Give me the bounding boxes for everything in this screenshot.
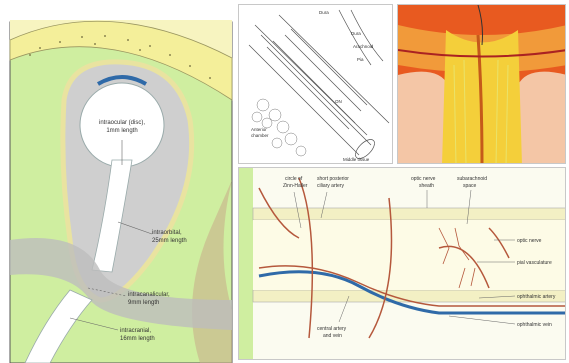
label-ophthalmic-vein: ophthalmic vein xyxy=(517,322,552,328)
label-intraorbital-line2: 25mm length xyxy=(152,238,187,244)
orbit-illustration: intraocular (disc), 1mm length intraorbi… xyxy=(0,0,234,363)
label-arachnoid: Arachnoid xyxy=(353,44,374,49)
label-central-artery-line2: and vein xyxy=(323,333,342,339)
label-intracanalicular-line2: 9mm length xyxy=(128,300,159,306)
label-anterior-line1: Anterior xyxy=(251,127,267,132)
label-circle-zinn-line2: Zinn-Haller xyxy=(283,183,308,189)
label-pia: Pia xyxy=(357,57,364,62)
label-dura: Dura xyxy=(319,10,329,15)
vasculature-illustration: circle of Zinn-Haller short posterior ci… xyxy=(239,168,566,360)
label-dura-right: Dura xyxy=(351,31,361,36)
label-intraorbital-line1: intraorbital, xyxy=(152,230,182,236)
label-fibres: ON xyxy=(335,99,342,104)
label-subarachnoid-line2: space xyxy=(463,183,477,189)
optic-disc-painting-panel xyxy=(397,4,566,164)
label-circle-zinn-line1: circle of xyxy=(285,176,303,182)
label-ophthalmic-artery: ophthalmic artery xyxy=(517,294,556,300)
label-pial-vasculature: pial vasculature xyxy=(517,260,552,266)
label-intracranial-line1: intracranial, xyxy=(120,328,151,334)
vasculature-diagram-panel: circle of Zinn-Haller short posterior ci… xyxy=(238,167,566,360)
label-optic-nerve: optic nerve xyxy=(517,238,542,244)
label-anterior-line2: chamber xyxy=(251,133,269,138)
label-intraocular-line1: intraocular (disc), xyxy=(99,120,145,126)
label-central-artery-line1: central artery xyxy=(317,326,347,332)
label-optic-sheath-line2: sheath xyxy=(419,183,434,189)
label-short-posterior-line1: short posterior xyxy=(317,176,349,182)
optic-disc-illustration xyxy=(398,5,566,164)
sheath-illustration: Dura Dura Arachnoid Pia ON Anterior cham… xyxy=(239,5,393,164)
label-intracanalicular-line1: intracanalicular, xyxy=(128,292,170,298)
label-intracranial-line2: 16mm length xyxy=(120,336,155,342)
orbit-diagram-panel: intraocular (disc), 1mm length intraorbi… xyxy=(0,0,234,363)
label-subarachnoid-line1: subarachnoid xyxy=(457,176,487,182)
label-short-posterior-line2: ciliary artery xyxy=(317,183,344,189)
label-intraocular-line2: 1mm length xyxy=(106,128,137,134)
label-middle-tissue: Middle tissue xyxy=(343,157,370,162)
sheath-drawing-panel: Dura Dura Arachnoid Pia ON Anterior cham… xyxy=(238,4,393,164)
label-optic-sheath-line1: optic nerve xyxy=(411,176,436,182)
